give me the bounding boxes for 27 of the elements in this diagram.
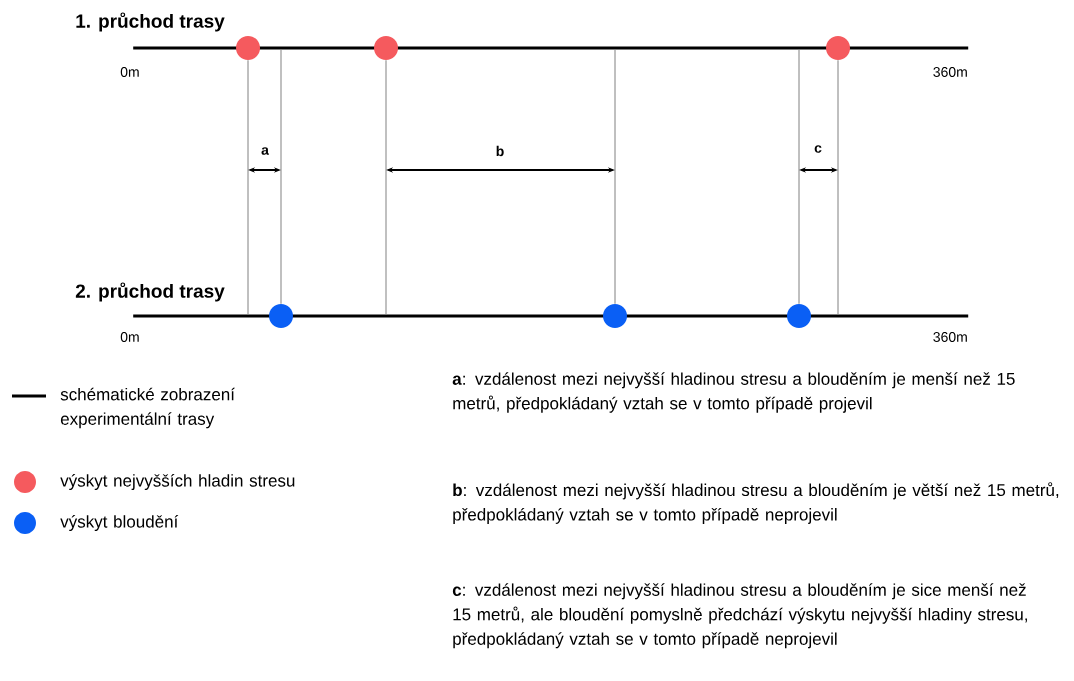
point-marker bbox=[787, 304, 811, 328]
connector-line bbox=[798, 49, 800, 305]
distance-label: 360m bbox=[933, 332, 967, 342]
dimension-label: a bbox=[261, 147, 269, 155]
distance-label: 360m bbox=[933, 67, 967, 77]
point-marker bbox=[603, 304, 627, 328]
track-heading: 2. průchod trasy bbox=[75, 282, 225, 302]
note-text: a: vzdálenost mezi nejvyšší hladinou stresu a blouděním je menší než 15 metrů, předpokládaný vztah se v tomto případě projevil bbox=[452, 372, 1015, 413]
legend-text: výskyt bloudění bbox=[60, 515, 179, 532]
connector-line bbox=[247, 59, 249, 315]
legend-text: schématické zobrazení experimentální trasy bbox=[60, 387, 235, 429]
distance-label: 0m bbox=[120, 67, 139, 77]
track-heading: 1. průchod trasy bbox=[76, 12, 225, 32]
connector-line bbox=[614, 49, 616, 305]
connector-line bbox=[837, 59, 839, 315]
connector-line bbox=[385, 59, 387, 315]
note-text: b: vzdálenost mezi nejvyšší hladinou stresu a blouděním je větší než 15 metrů, předpokládaný vztah se v tomto případě neprojevil bbox=[453, 482, 1059, 524]
legend-text: výskyt nejvyšších hladin stresu bbox=[60, 474, 295, 491]
dimension-label: c bbox=[814, 145, 822, 153]
connector-line bbox=[280, 49, 282, 305]
point-marker bbox=[826, 36, 850, 60]
dimension-label: b bbox=[496, 145, 504, 157]
point-marker bbox=[269, 304, 293, 328]
note-text: c: vzdálenost mezi nejvyšší hladinou stresu a blouděním je sice menší než 15 metrů, ale bloudění pomyslně předchází výskytu nejvyšší hladiny stresu, předpokládaný vztah se v tomto případě neprojevil bbox=[452, 583, 1027, 649]
point-marker bbox=[236, 36, 260, 60]
point-marker bbox=[374, 36, 398, 60]
distance-label: 0m bbox=[120, 332, 139, 342]
